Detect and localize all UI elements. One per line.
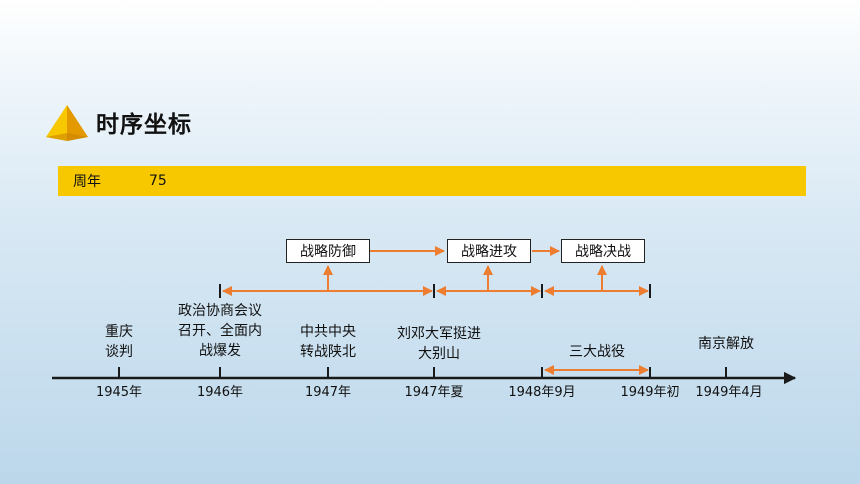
year-label: 1945年 — [95, 385, 143, 400]
phase-offense-box: 战略进攻 — [447, 239, 531, 263]
section-title: 时序坐标 — [44, 102, 192, 142]
year-label: 1949年初 — [620, 385, 680, 400]
event-liudeng: 刘邓大军挺进 大别山 — [397, 326, 481, 362]
year-label: 1948年9月 — [508, 385, 576, 400]
event-chongqing: 重庆 谈判 — [105, 324, 133, 360]
band-label: 周年 — [73, 174, 101, 190]
year-label: 1946年 — [196, 385, 244, 400]
pyramid-icon — [46, 105, 88, 141]
phase-decisive-box: 战略决战 — [561, 239, 645, 263]
band-value: 75 — [149, 173, 167, 189]
event-three-campaigns: 三大战役 — [569, 344, 625, 360]
event-nanjing: 南京解放 — [698, 336, 754, 352]
event-zhonggong: 中共中央 转战陕北 — [300, 324, 356, 360]
page-title: 时序坐标 — [96, 112, 192, 138]
year-label: 1947年 — [304, 385, 352, 400]
phase-defense-box: 战略防御 — [286, 239, 370, 263]
year-label: 1947年夏 — [404, 385, 464, 400]
year-label: 1949年4月 — [695, 385, 763, 400]
anniversary-band: 周年 75 — [58, 166, 806, 196]
event-zhengxie: 政治协商会议 召开、全面内 战爆发 — [178, 303, 262, 359]
